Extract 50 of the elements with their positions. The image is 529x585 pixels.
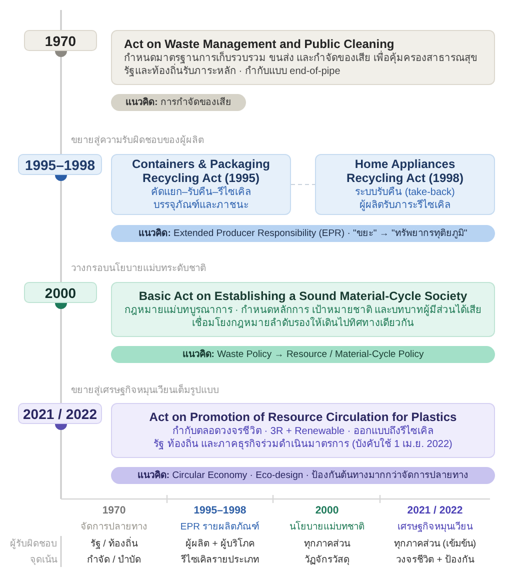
table-cell: รีไซเคิลรายประเภท [181,554,259,566]
law-description: กำหนดมาตรฐานการเก็บรวบรวม ขนส่ง และกำจัดของเสีย เพื่อคุ้มครองสาธารณสุข [124,52,482,65]
law-title: Basic Act on Establishing a Sound Material-Cycle Society [138,289,468,303]
table-column-heading: 1970 [102,504,126,518]
law-card [111,154,291,215]
law-title: Act on Waste Management and Public Cleaning [124,37,394,51]
table-column-heading: 1995–1998 [194,504,246,518]
transition-note: วางกรอบนโยบายแม่บทระดับชาติ [71,262,206,274]
law-title: Home Appliances Recycling Act (1998) [346,157,464,185]
transition-note: ขยายสู่เศรษฐกิจหมุนเวียนเต็มรูปแบบ [71,384,219,396]
concept-banner: แนวคิด: Circular Economy · Eco-design · ป้องกันต้นทางมากกว่าจัดการปลายทาง [111,467,495,484]
law-description: ผู้ผลิตรับภาระรีไซเคิล [358,199,452,212]
table-cell: รัฐ / ท้องถิ่น [90,538,138,550]
table-row-heading: ผู้รับผิดชอบ [10,538,57,550]
concept-banner: แนวคิด: การกำจัดของเสีย [111,94,246,111]
concept-banner: แนวคิด: Waste Policy → Resource / Material-Cycle Policy [111,346,495,363]
law-description: ระบบรับคืน (take-back) [354,186,456,199]
law-description: บรรจุภัณฑ์และภาชนะ [152,199,250,212]
law-description: กฎหมายแม่บทบูรณาการ · กำหนดหลักการ เป้าหมายชาติ และบทบาทผู้มีส่วนได้เสีย [124,304,482,316]
table-cell: ทุกภาคส่วน [304,538,350,550]
law-card [315,154,495,215]
law-card [111,403,495,458]
table-column-heading: 2021 / 2022 [407,504,463,518]
law-description: รัฐ ท้องถิ่น และภาคธุรกิจร่วมดำเนินมาตรการ (บังคับใช้ 1 เม.ย. 2022) [124,438,482,451]
law-description: เชื่อมโยงกฎหมายลำดับรองให้เดินไปทิศทางเดียวกัน [124,317,482,330]
law-title: Containers & Packaging Recycling Act (1995) [130,157,272,185]
dashed-connector [290,184,316,185]
table-row-heading: จุดเน้น [30,554,57,566]
table-cell: ผู้ผลิต + ผู้บริโภค [186,538,254,550]
table-cell: วงจรชีวิต + ป้องกัน [396,554,474,566]
law-description: รัฐและท้องถิ่นรับภาระหลัก · กำกับแบบ end-of-pipe [124,65,482,78]
table-column-heading: 2000 [315,504,339,518]
year-badge: 2000 [24,282,97,303]
law-card [111,282,495,337]
transition-note: ขยายสู่ความรับผิดชอบของผู้ผลิต [71,134,204,146]
table-column-subheading: EPR รายผลิตภัณฑ์ [180,520,260,534]
law-card [111,30,495,85]
concept-banner: แนวคิด: Extended Producer Responsibility (EPR) · "ขยะ" → "ทรัพยากรทุติยภูมิ" [111,225,495,242]
table-cell: ทุกภาคส่วน (เข้มข้น) [394,538,476,550]
year-badge: 1995–1998 [18,154,102,175]
table-cell: วัฏจักรวัสดุ [304,554,350,566]
table-column-subheading: นโยบายแม่บทชาติ [290,520,364,534]
table-cell: กำจัด / บำบัด [87,554,141,566]
table-column-subheading: เศรษฐกิจหมุนเวียน [398,520,472,534]
law-description: คัดแยก–รับคืน–รีไซเคิล [150,186,252,199]
year-badge: 2021 / 2022 [18,403,102,424]
year-badge: 1970 [24,30,97,51]
table-column-subheading: จัดการปลายทาง [80,520,148,534]
law-title: Act on Promotion of Resource Circulation for Plastics [148,410,458,424]
law-description: กำกับตลอดวงจรชีวิต · 3R + Renewable · ออกแบบถึงรีไซเคิล [172,425,434,437]
